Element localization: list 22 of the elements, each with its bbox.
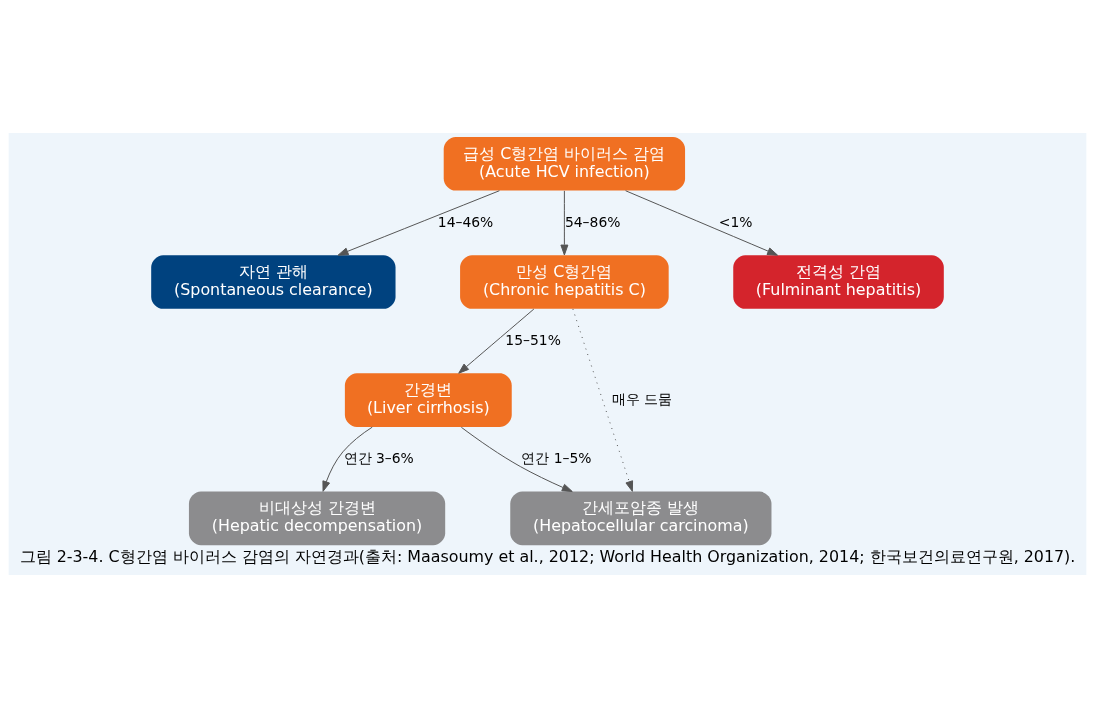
arrow (625, 190, 779, 256)
edge-label: 14–46% (437, 213, 494, 230)
node-box: 비대상성 간경변 (Hepatic decompensation) (188, 491, 446, 546)
arrow (572, 308, 634, 492)
edge-label: 54–86% (564, 213, 621, 230)
arrow (460, 426, 573, 492)
node-box: 전격성 간염 (Fulminant hepatitis) (733, 255, 944, 309)
node-box: 만성 C형간염 (Chronic hepatitis C) (460, 255, 669, 309)
edge-label: 매우 드뭄 (611, 390, 673, 407)
arrow (560, 190, 569, 256)
node-box: 자연 관해 (Spontaneous clearance) (151, 255, 396, 309)
arrow (337, 190, 500, 256)
arrow (322, 426, 373, 492)
node-box: 간세포암종 발생 (Hepatocellular carcinoma) (510, 491, 772, 546)
edge-label: 연간 3–6% (343, 449, 414, 466)
edge-label: <1% (718, 213, 753, 230)
node-box: 간경변 (Liver cirrhosis) (344, 373, 512, 427)
caption: 그림 2-3-4. C형간염 바이러스 감염의 자연경과(출처: Maasoumy et al., 2012; World Health Organization, 2014; 한국보건의료연구원, 2017). (19, 546, 1076, 566)
edge-label: 15–51% (505, 331, 561, 348)
edge-label: 연간 1–5% (521, 449, 592, 466)
arrow (458, 308, 535, 374)
node-box: 급성 C형간염 바이러스 감염 (Acute HCV infection) (443, 136, 686, 191)
